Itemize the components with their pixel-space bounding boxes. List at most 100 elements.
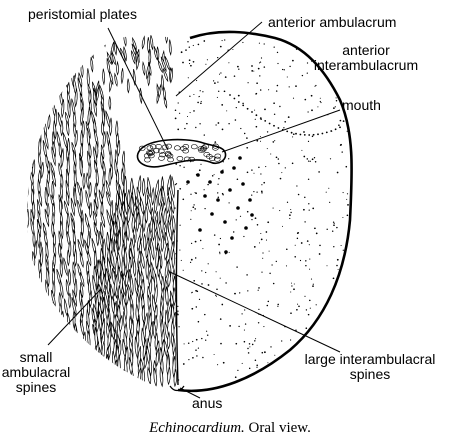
- stipple-dot: [217, 196, 220, 199]
- leader-small-ambulacral-spines: [47, 289, 101, 346]
- stipple-dot: [305, 309, 308, 311]
- small-spine: [48, 319, 55, 339]
- large-spine: [110, 322, 115, 341]
- stipple-dot: [308, 203, 310, 205]
- stipple-dot: [306, 62, 309, 64]
- stipple-dot: [291, 162, 294, 165]
- stipple-dot: [237, 369, 239, 372]
- small-spine: [37, 313, 41, 329]
- stipple-dot: [305, 327, 308, 330]
- stipple-dot: [303, 208, 305, 211]
- stipple-dot: [199, 239, 202, 242]
- stipple-dot: [259, 140, 262, 142]
- large-spine: [117, 304, 121, 324]
- stipple-dot: [261, 184, 263, 186]
- stipple-dot: [190, 64, 192, 67]
- stipple-dot: [215, 271, 217, 273]
- stipple-dot: [235, 219, 237, 221]
- stipple-dot: [219, 237, 222, 240]
- small-spine: [27, 329, 28, 350]
- crest-spine: [165, 31, 168, 44]
- stipple-dot: [265, 239, 268, 241]
- stipple-dot: [175, 253, 177, 255]
- crest-spine: [110, 41, 115, 56]
- stipple-dot: [197, 320, 200, 323]
- stipple-dot: [195, 338, 198, 341]
- small-spine: [77, 199, 82, 220]
- peristomial-plates: [138, 143, 222, 163]
- small-spine: [64, 298, 68, 317]
- stipple-dot: [189, 261, 192, 264]
- pore-dot: [317, 133, 319, 136]
- crest-spine: [123, 46, 127, 62]
- stipple-dot: [333, 315, 335, 317]
- crest-spine: [169, 67, 173, 84]
- stipple-dot: [275, 156, 278, 159]
- tubercle-dot: [198, 228, 202, 232]
- large-spine: [152, 320, 157, 341]
- stipple-dot: [341, 151, 343, 153]
- stipple-dot: [286, 76, 288, 78]
- stipple-dot: [194, 257, 197, 259]
- stipple-dot: [337, 293, 340, 295]
- stipple-dot: [206, 59, 208, 61]
- stipple-dot: [259, 75, 261, 77]
- stipple-dot: [215, 124, 217, 126]
- large-spine: [122, 275, 127, 297]
- label-peristomial-plates: peristomial plates: [28, 6, 137, 22]
- small-spine: [57, 63, 62, 79]
- small-spine: [59, 259, 63, 279]
- stipple-dot: [311, 158, 314, 161]
- crest-spine: [126, 78, 130, 94]
- stipple-dot: [307, 140, 310, 143]
- pore-dot: [330, 130, 333, 132]
- pore-dot: [325, 131, 328, 134]
- stipple-dot: [295, 48, 298, 50]
- stipple-dot: [262, 252, 264, 254]
- stipple-dot: [199, 90, 201, 92]
- stipple-dot: [307, 313, 310, 316]
- large-spine: [97, 259, 101, 281]
- caption-genus: Echinocardium.: [149, 420, 245, 436]
- large-spine: [123, 248, 128, 271]
- stipple-dot: [190, 242, 193, 245]
- stipple-dot: [215, 295, 217, 297]
- stipple-dot: [307, 178, 310, 181]
- small-spine: [77, 77, 83, 98]
- stipple-dot: [219, 253, 221, 255]
- stipple-dot: [265, 166, 267, 168]
- stipple-dot: [221, 128, 224, 131]
- large-spine: [111, 368, 115, 388]
- stipple-dot: [332, 221, 335, 223]
- stipple-dot: [283, 69, 285, 71]
- stipple-dot: [276, 51, 279, 54]
- small-spine: [72, 310, 76, 330]
- label-small-ambulacral-line3: spines: [15, 379, 57, 395]
- small-spine: [72, 349, 76, 369]
- stipple-dot: [184, 127, 186, 130]
- plate-cell: [158, 155, 165, 161]
- stipple-dot: [290, 291, 292, 293]
- stipple-dot: [281, 172, 283, 174]
- stipple-dot: [263, 326, 265, 328]
- label-anterior-interambulacrum: anterior interambulacrum: [296, 43, 436, 73]
- small-spine: [27, 240, 29, 257]
- stipple-dot: [180, 259, 182, 261]
- small-spine: [39, 326, 43, 347]
- stipple-dot: [290, 208, 292, 211]
- stipple-dot: [177, 128, 180, 131]
- stipple-dot: [276, 84, 279, 87]
- stipple-dot: [306, 72, 308, 74]
- stipple-dot: [259, 89, 262, 91]
- stipple-dot: [214, 82, 216, 84]
- stipple-dot: [346, 264, 349, 266]
- stipple-dot: [308, 209, 310, 211]
- large-spine: [136, 211, 140, 233]
- stipple-dot: [246, 274, 248, 276]
- stipple-dot: [277, 303, 279, 306]
- stipple-dot: [188, 59, 191, 62]
- stipple-dot: [182, 363, 185, 365]
- stipple-dot: [348, 331, 350, 334]
- stipple-dot: [314, 227, 316, 230]
